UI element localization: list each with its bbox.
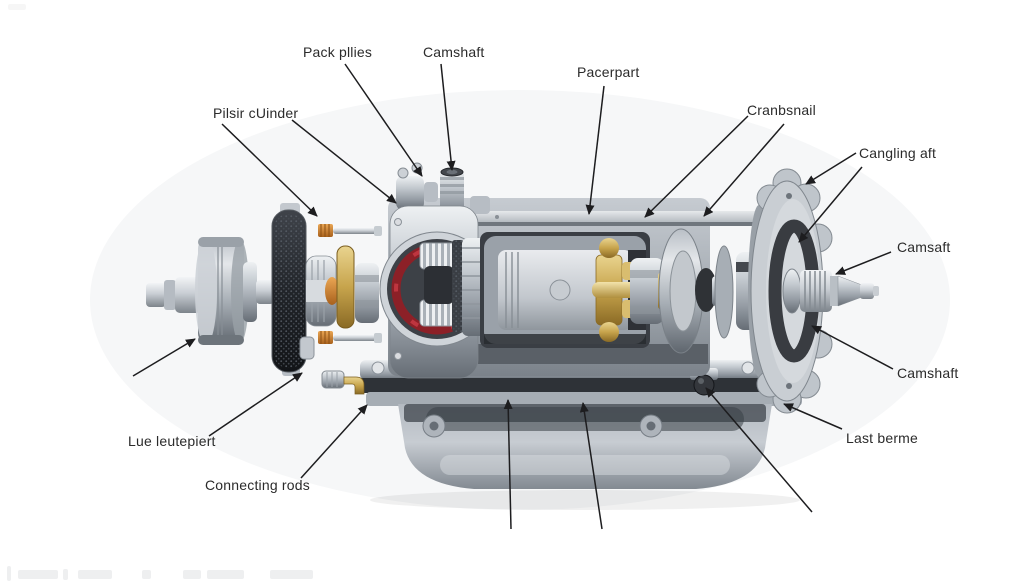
faint-watermark	[142, 570, 151, 579]
knurled-disc	[271, 203, 315, 376]
leader-line-pacerpart	[585, 85, 605, 215]
leader-line-pilsir-cuinder	[291, 119, 397, 204]
leader-line-camshaft-top	[440, 63, 456, 171]
faint-watermark	[78, 570, 112, 579]
leader-line-unlabeled	[503, 399, 513, 530]
leader-line-unlabeled	[132, 338, 196, 377]
timing-gear-cover	[379, 205, 495, 379]
leader-line-last-berme	[783, 403, 843, 430]
brass-disc	[336, 245, 355, 329]
orange-bolt-top	[318, 224, 382, 237]
brass-elbow-fitting	[321, 370, 365, 395]
faint-watermark	[63, 569, 68, 580]
left-assembly	[146, 203, 382, 395]
leader-line-camsaft	[835, 251, 892, 275]
leader-line-cranbsnail	[644, 115, 749, 218]
leader-line-lue-leutepiert	[208, 372, 303, 437]
mid-pulley-disc	[658, 228, 760, 354]
faint-watermark	[270, 570, 313, 579]
faint-watermark	[18, 570, 58, 579]
faint-watermark	[183, 570, 201, 579]
orange-cone-hub	[325, 277, 339, 305]
leader-line-cangling-aft	[798, 166, 863, 243]
output-shaft	[800, 270, 879, 312]
faint-watermark	[7, 566, 11, 581]
leader-line-cangling-aft	[805, 152, 857, 185]
ground-shadow	[370, 490, 800, 510]
flanged-hub	[305, 255, 339, 327]
faint-corner-mark	[8, 4, 26, 10]
leader-line-pack-pllies	[344, 63, 423, 177]
leader-line-connecting-rods	[300, 404, 368, 479]
leader-line-unlabeled	[705, 387, 813, 513]
leader-line-unlabeled	[579, 402, 603, 530]
input-shaft	[146, 283, 166, 307]
leader-line-cranbsnail	[703, 123, 785, 217]
faint-watermark	[207, 570, 244, 579]
orange-bolt-bottom	[318, 331, 382, 344]
leader-line-camshaft-right	[811, 325, 894, 370]
piston-pin	[549, 279, 571, 301]
leader-line-pilsir-cuinder	[221, 123, 318, 217]
dark-hub	[695, 268, 717, 312]
